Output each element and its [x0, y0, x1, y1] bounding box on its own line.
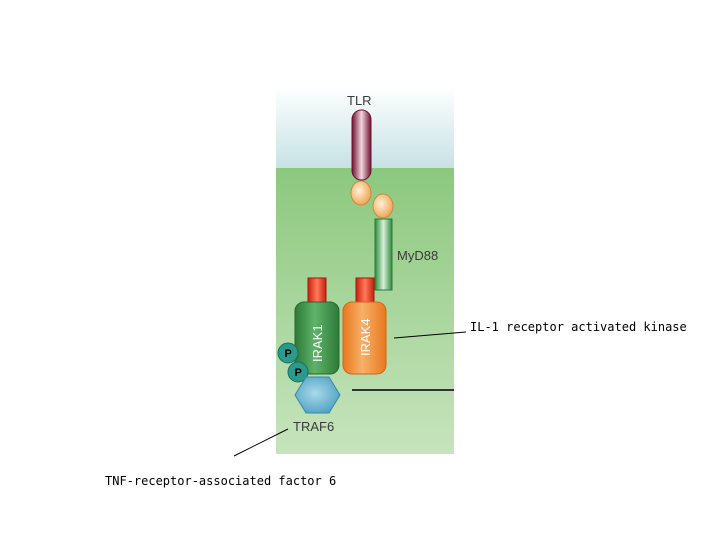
tlr-label: TLR: [347, 93, 372, 108]
phosphate-1: [277, 342, 299, 364]
traf6-leader-line: [233, 428, 289, 457]
irak1-death-domain: [307, 277, 327, 303]
traf6-label: TRAF6: [293, 419, 334, 434]
myd88-tir-domain: [372, 193, 394, 219]
tlr-receptor: [351, 109, 372, 181]
irak1-kinase: [294, 301, 340, 375]
phosphate-2-label: P: [295, 367, 302, 379]
irak4-death-domain: [355, 277, 375, 303]
irak1-label: IRAK1: [310, 324, 325, 362]
tlr-tir-domain: [350, 180, 372, 206]
irak-leader-line: [393, 331, 467, 339]
traf6-annotation: TNF-receptor-associated factor 6: [105, 474, 337, 488]
phosphate-2: [287, 361, 309, 383]
irak4-kinase: [342, 301, 387, 375]
irak-annotation: IL-1 receptor activated kinase: [470, 320, 687, 334]
myd88-label: MyD88: [397, 248, 438, 263]
myd88-domain: [374, 218, 393, 291]
irak4-label: IRAK4: [358, 318, 373, 356]
phosphate-1-label: P: [285, 348, 292, 360]
traf6-hexagon: [294, 376, 341, 414]
